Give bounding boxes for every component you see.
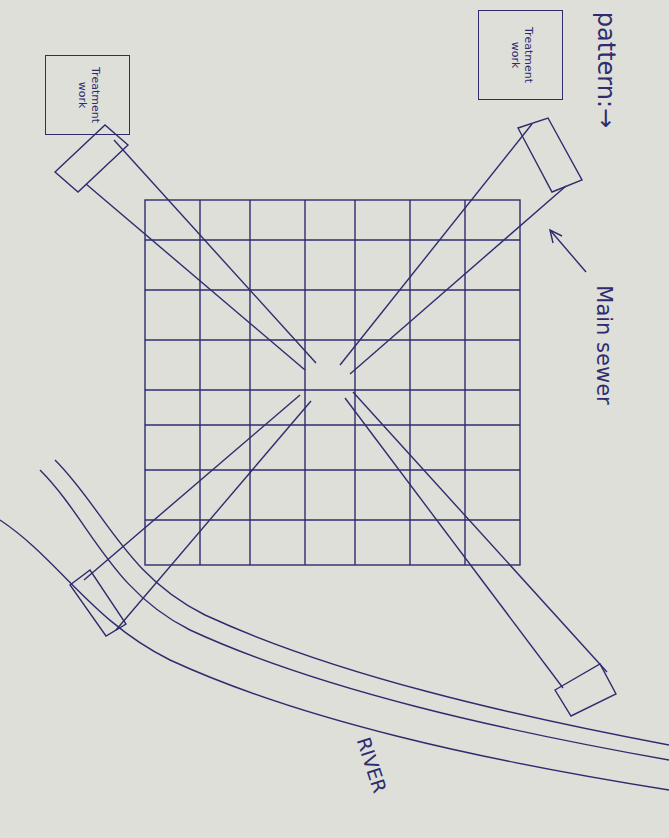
river-banks	[0, 460, 669, 790]
diagram-label: pattern:→	[592, 12, 620, 128]
diagram-label: RIVER	[353, 734, 392, 795]
diagram-label: Main sewer	[592, 285, 616, 404]
callout-arrow	[550, 230, 586, 272]
node-text: Treatment work	[508, 23, 533, 87]
sewer-grid	[145, 200, 520, 565]
treatment-work-box: Treatment work	[45, 55, 130, 135]
node-text: Treatment work	[75, 63, 100, 127]
main-sewer-lines	[55, 118, 616, 716]
treatment-work-box: Treatment work	[478, 10, 563, 100]
